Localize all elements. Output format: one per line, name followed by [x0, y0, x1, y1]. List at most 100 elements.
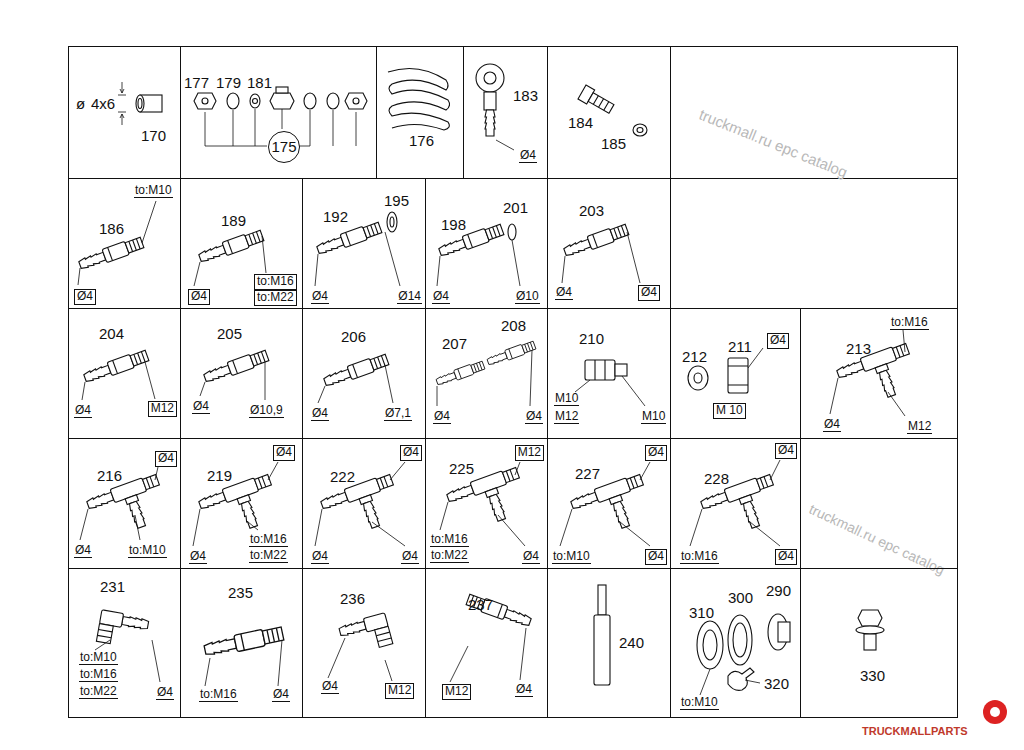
- logo-text: TRUCKMALLPARTS: [862, 725, 968, 737]
- callout-number: 212: [682, 349, 707, 366]
- callout-number: 205: [217, 326, 242, 343]
- dimension-label: to:M16: [79, 668, 118, 682]
- dimension-label: M12: [515, 445, 544, 460]
- callout-number: 177: [184, 75, 209, 92]
- dimension-label: Ø14: [397, 290, 422, 304]
- dimension-label: Ø4: [515, 683, 533, 697]
- catalog-cell: 227Ø4to:M10Ø4: [547, 438, 671, 569]
- callout-number: 240: [619, 635, 644, 652]
- callout-number: 176: [409, 133, 434, 150]
- dimension-label: to:M16: [249, 533, 288, 547]
- catalog-cell: 205Ø4Ø10,9: [180, 308, 303, 439]
- callout-number: 237: [468, 597, 493, 614]
- callout-number: 186: [99, 221, 124, 238]
- catalog-cell: 192195Ø4Ø14: [302, 178, 426, 309]
- catalog-cell: 231to:M10to:M16to:M22Ø4: [68, 568, 181, 718]
- dimension-label: Ø4: [525, 410, 543, 424]
- catalog-cell: 176: [376, 46, 464, 179]
- empty-cells: [671, 47, 958, 569]
- dimension-label: to:M10: [552, 550, 591, 564]
- callout-number: 184: [568, 115, 593, 132]
- catalog-cell: ø4x6170: [68, 46, 181, 179]
- callout-number: 310: [689, 605, 714, 622]
- dimension-label: to:M10: [128, 544, 167, 558]
- dimension-label: Ø10: [515, 290, 540, 304]
- catalog-cell: 240: [547, 568, 671, 718]
- catalog-cell: 235to:M16Ø4: [180, 568, 303, 718]
- leader-lines: [78, 82, 905, 695]
- dimension-label: Ø4: [188, 289, 210, 304]
- fittings: [78, 64, 921, 690]
- dimension-label: Ø4: [272, 688, 290, 702]
- callout-number: 216: [97, 468, 122, 485]
- dimension-label: to:M22: [79, 685, 118, 699]
- dimension-label: Ø4: [519, 149, 537, 163]
- dimension-label: Ø4: [311, 290, 329, 304]
- dimension-label: Ø4: [432, 290, 450, 304]
- catalog-cell: 212211Ø4M 10: [670, 308, 801, 439]
- catalog-cell: to:M16213Ø4M12: [800, 308, 958, 439]
- dimension-label: Ø4: [321, 680, 339, 694]
- catalog-cell: 237M12 Ø4: [425, 568, 548, 718]
- callout-number: ø: [76, 96, 85, 113]
- callout-number: 181: [247, 75, 272, 92]
- dimension-label: to:M10: [680, 696, 719, 710]
- catalog-cell: 216Ø4Ø4to:M10: [68, 438, 181, 569]
- catalog-cell: 236Ø4M12: [302, 568, 426, 718]
- callout-number: 183: [513, 88, 538, 105]
- dimension-label: to:M22: [430, 549, 469, 563]
- catalog-cell: 177 179 181 175: [180, 46, 377, 179]
- dimension-label: to:M16: [199, 688, 238, 702]
- catalog-cell: 222Ø4Ø4Ø4: [302, 438, 426, 569]
- dimension-label: Ø4: [156, 686, 174, 700]
- catalog-cell: 219Ø4Ø4to:M16to:M22: [180, 438, 303, 569]
- dimension-label: Ø4: [433, 410, 451, 424]
- callout-number: 320: [764, 676, 789, 693]
- catalog-cell: 204Ø4M12: [68, 308, 181, 439]
- catalog-cell: to:M10186Ø4: [68, 178, 181, 309]
- dimension-label: Ø4: [645, 445, 667, 460]
- catalog-cell: 203Ø4Ø4: [547, 178, 671, 309]
- callout-number: 228: [704, 471, 729, 488]
- callout-number: 204: [99, 326, 124, 343]
- catalog-cell: 207208Ø4Ø4: [425, 308, 548, 439]
- dimension-label: Ø4: [311, 407, 329, 421]
- callout-number: 206: [341, 329, 366, 346]
- dimension-label: M10: [641, 410, 666, 424]
- dimension-label: M12: [385, 683, 414, 698]
- catalog-cell: 184185: [547, 46, 671, 179]
- dimension-label: Ø4: [775, 443, 797, 458]
- dimension-label: Ø4: [555, 286, 573, 300]
- callout-number: 211: [728, 339, 752, 356]
- dimension-label: Ø4: [823, 418, 841, 432]
- callout-number: 227: [575, 466, 600, 483]
- dimension-label: M12: [907, 420, 932, 434]
- catalog-cell: 206Ø4 Ø7,1: [302, 308, 426, 439]
- dimension-label: Ø4: [311, 550, 329, 564]
- catalog-cell: 225M12to:M16to:M22Ø4: [425, 438, 548, 569]
- watermark: truckmall.ru epc catalog: [807, 501, 948, 578]
- dimension-label: Ø4: [638, 285, 660, 300]
- callout-number: 219: [207, 468, 232, 485]
- dimension-label: Ø4: [189, 550, 207, 564]
- dimension-label: to:M16: [430, 533, 469, 547]
- logo-mark: [983, 700, 1007, 724]
- callout-number: 170: [141, 128, 166, 145]
- dimension-label: Ø4: [775, 549, 797, 564]
- catalog-cell: 198201Ø4Ø10: [425, 178, 548, 309]
- callout-number: 179: [216, 75, 241, 92]
- callout-number: 290: [766, 583, 791, 600]
- dimension-label: Ø4: [400, 445, 422, 460]
- callout-number: 225: [449, 461, 474, 478]
- callout-number: 330: [860, 668, 885, 685]
- callout-number: 175: [271, 139, 296, 156]
- callout-number: 213: [846, 341, 871, 358]
- dimension-label: Ø4: [192, 400, 210, 414]
- dimension-label: M12: [442, 684, 471, 699]
- callout-number: 198: [441, 217, 466, 234]
- dimension-label: Ø7,1: [384, 407, 412, 421]
- dimension-label: to:M10: [79, 651, 118, 665]
- dimension-label: M 10: [713, 403, 746, 418]
- dimension-label: to:M22: [249, 549, 288, 563]
- catalog-cell: 330: [800, 568, 958, 718]
